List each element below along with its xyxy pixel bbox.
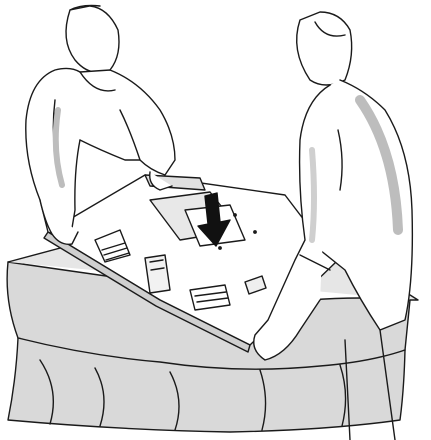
illustration <box>0 0 431 440</box>
tv-setup-diagram <box>0 0 431 440</box>
